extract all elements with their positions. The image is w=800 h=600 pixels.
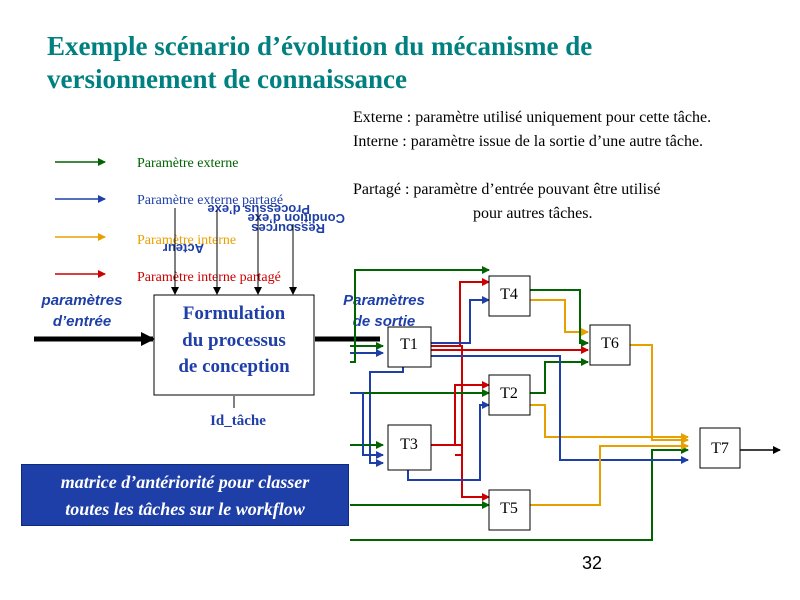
note-partage-cont: pour autres tâches. (473, 205, 593, 222)
anteriority-matrix-box: matrice d’antériorité pour classer toute… (21, 464, 349, 526)
input-label-line1: paramètres (41, 292, 123, 309)
task-box-t1 (387, 326, 432, 368)
task-box-t3 (387, 424, 432, 471)
task-label-t2: T2 (500, 385, 518, 402)
workflow-connections (350, 266, 781, 541)
output-label-line1: Paramètres (343, 292, 425, 309)
task-box-t6 (589, 324, 631, 366)
task-box-t4 (488, 275, 531, 317)
note-partage: Partagé : paramètre d’entrée pouvant êtr… (353, 181, 661, 198)
slide-title: Exemple scénario d’évolution du mécanism… (47, 31, 593, 94)
process-box-line2: du processus (182, 330, 286, 351)
legend (55, 158, 106, 278)
mirrored-label-ressources: Ressources (251, 221, 325, 236)
id-tache-label: Id_tâche (210, 413, 266, 429)
task-box-t2 (488, 374, 531, 416)
legend-label-externe: Paramètre externe (137, 156, 238, 171)
process-box (153, 294, 315, 396)
task-label-t5: T5 (500, 500, 518, 517)
task-label-t7: T7 (711, 440, 729, 457)
task-label-t3: T3 (400, 436, 418, 453)
task-label-t4: T4 (500, 286, 518, 303)
anteriority-line2: toutes les tâches sur le workflow (65, 499, 305, 519)
note-interne: Interne : paramètre issue de la sortie d… (353, 133, 704, 150)
page-number: 32 (582, 553, 603, 573)
task-box-t7 (699, 427, 741, 469)
task-box-t5 (488, 489, 531, 531)
legend-label-interne-partage: Paramètre interne partagé (137, 270, 281, 285)
legend-label-externe-partage: Paramètre externe partagé (137, 193, 283, 208)
task-label-t6: T6 (601, 335, 619, 352)
task-label-t1: T1 (400, 336, 418, 353)
resource-arrows (171, 208, 297, 295)
anteriority-line1: matrice d’antériorité pour classer (60, 472, 310, 492)
process-box-line1: Formulation (183, 303, 286, 324)
mirrored-labels: Condition d’exe Ressources Processus d’e… (163, 202, 345, 256)
mirrored-label-acteur: Acteur (163, 241, 204, 256)
mirrored-label-processus: Processus d’exe (207, 202, 310, 217)
mirrored-label-condition: Condition d’exe (248, 211, 346, 226)
note-externe: Externe : paramètre utilisé uniquement p… (353, 109, 712, 126)
definitions-notes: Externe : paramètre utilisé uniquement p… (353, 106, 773, 226)
output-label-line2: de sortie (353, 313, 416, 330)
legend-label-interne: Paramètre interne (137, 233, 236, 248)
process-box-line3: de conception (178, 356, 290, 377)
input-label-line2: d’entrée (53, 313, 111, 330)
